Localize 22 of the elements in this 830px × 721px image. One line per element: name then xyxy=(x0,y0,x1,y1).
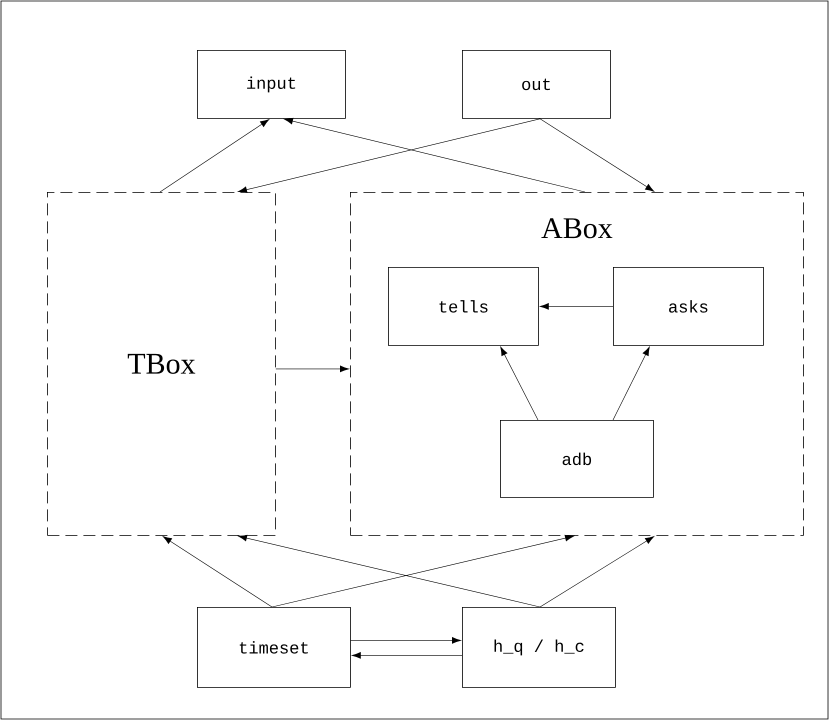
arrow xyxy=(500,346,538,420)
arrow xyxy=(238,534,540,608)
process-box: tells xyxy=(388,267,539,346)
arrow xyxy=(612,346,650,420)
arrow xyxy=(540,303,614,310)
arrow xyxy=(352,652,462,659)
process-box: adb xyxy=(500,420,654,498)
process-box: h_q / h_c xyxy=(462,607,616,688)
arrow xyxy=(540,118,654,192)
arrow xyxy=(284,118,586,192)
arrow xyxy=(540,536,654,608)
arrow xyxy=(162,536,272,608)
process-box: timeset xyxy=(197,607,351,688)
arrow xyxy=(160,119,270,192)
process-box: out xyxy=(462,50,611,119)
arrow xyxy=(350,637,461,644)
arrow xyxy=(276,366,349,372)
process-box: asks xyxy=(613,267,764,346)
dashed-box: TBox xyxy=(47,192,276,536)
arrow xyxy=(238,118,540,193)
arrow xyxy=(272,534,574,608)
process-box: input xyxy=(197,50,346,119)
